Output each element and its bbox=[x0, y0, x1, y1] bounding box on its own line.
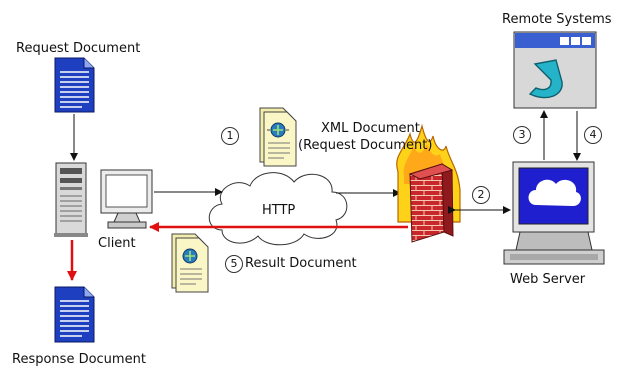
xml-document-label: XML Document bbox=[321, 121, 420, 136]
step-4-badge: 4 bbox=[584, 126, 602, 144]
result-document-label: Result Document bbox=[245, 256, 357, 271]
server-tower-icon bbox=[54, 162, 88, 237]
remote-systems-icon bbox=[513, 31, 597, 109]
client-computer-icon bbox=[100, 169, 153, 229]
xml-request-label: (Request Document) bbox=[298, 138, 433, 153]
remote-systems-label: Remote Systems bbox=[502, 12, 612, 27]
result-xml-document-icon bbox=[171, 233, 209, 293]
step-2-badge: 2 bbox=[472, 186, 490, 204]
step-5-badge: 5 bbox=[225, 255, 243, 273]
http-label: HTTP bbox=[262, 203, 296, 218]
request-document-label: Request Document bbox=[16, 41, 141, 56]
request-document-icon bbox=[54, 57, 95, 113]
client-label: Client bbox=[98, 236, 136, 251]
xml-document-icon bbox=[259, 107, 297, 167]
step-3-badge: 3 bbox=[513, 126, 531, 144]
web-server-computer-icon bbox=[503, 161, 605, 265]
response-document-icon bbox=[54, 286, 95, 343]
firewall-icon bbox=[396, 123, 461, 243]
response-document-label: Response Document bbox=[12, 352, 146, 367]
step-1-badge: 1 bbox=[221, 127, 239, 145]
web-server-label: Web Server bbox=[510, 272, 586, 287]
